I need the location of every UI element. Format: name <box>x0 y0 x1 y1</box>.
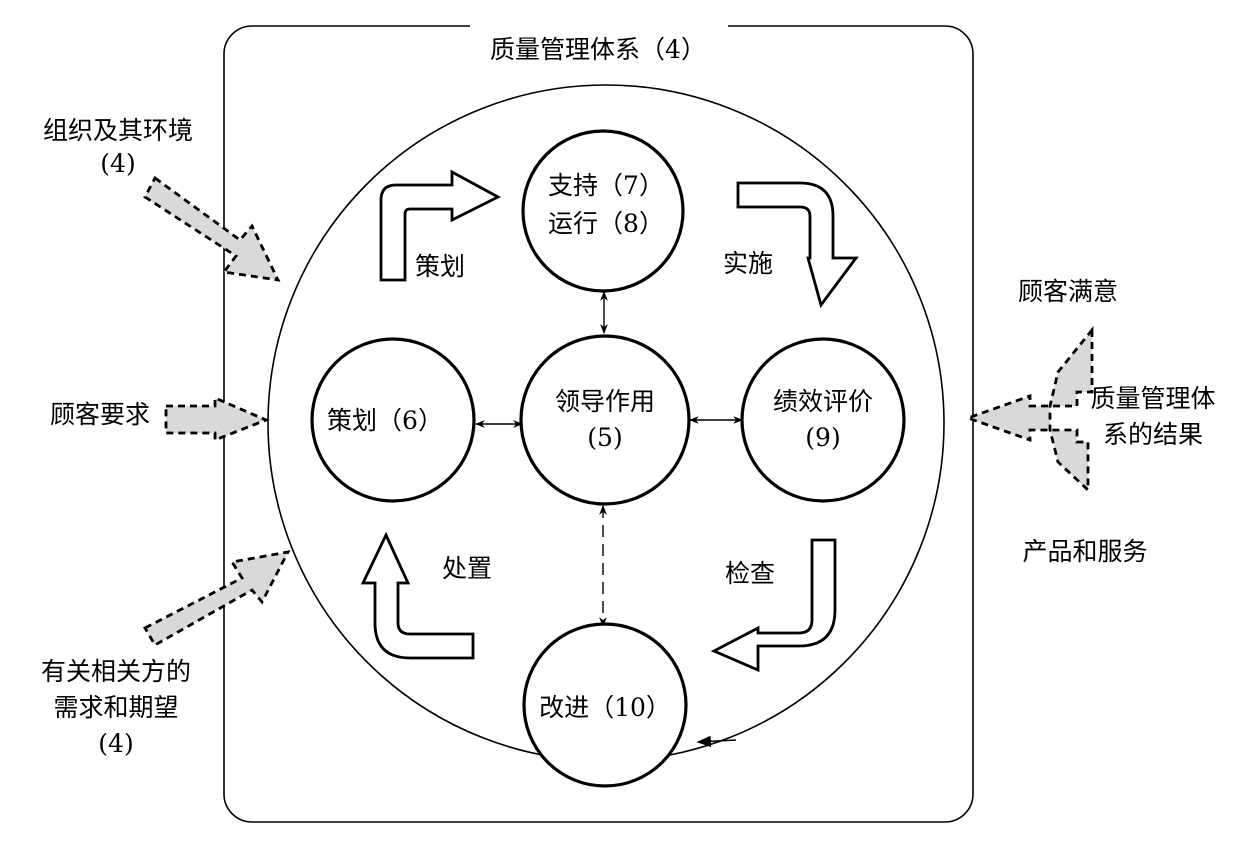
node-support-operation <box>521 129 685 293</box>
node-planning <box>310 337 476 503</box>
node-leadership-number: (5) <box>587 423 622 452</box>
output-results-line1: 质量管理体 <box>1090 384 1215 413</box>
node-operation-label: 运行（8） <box>548 209 664 238</box>
node-support-label: 支持（7） <box>548 171 664 200</box>
input-organization-number: (4) <box>100 149 135 178</box>
node-improvement-label: 改进（10） <box>539 693 671 722</box>
input-customer-label: 顾客要求 <box>50 400 150 429</box>
output-results-arrow <box>963 326 1094 494</box>
input-stakeholders-number: (4) <box>98 729 133 758</box>
do-label: 实施 <box>723 249 773 278</box>
input-stakeholders-line2: 需求和期望 <box>53 693 178 722</box>
node-leadership-label: 领导作用 <box>555 387 655 416</box>
plan-label: 策划 <box>415 252 465 281</box>
act-label: 处置 <box>442 554 492 583</box>
input-customer-arrow <box>164 395 270 443</box>
pdca-return-arrow <box>696 735 737 748</box>
node-planning-label: 策划（6） <box>327 406 443 435</box>
act-arrow <box>360 531 475 660</box>
node-performance <box>740 337 906 503</box>
do-arrow <box>736 181 859 309</box>
node-leadership <box>519 334 691 506</box>
qms-title: 质量管理体系（4） <box>490 35 706 64</box>
node-performance-number: (9) <box>805 423 840 452</box>
output-products-label: 产品和服务 <box>1022 537 1147 566</box>
title-gap <box>470 24 728 30</box>
input-organization-arrow <box>143 175 281 282</box>
check-label: 检查 <box>725 559 775 588</box>
input-organization-label: 组织及其环境 <box>43 116 193 145</box>
output-satisfaction-label: 顾客满意 <box>1018 277 1118 306</box>
node-performance-label: 绩效评价 <box>773 387 873 416</box>
node-improvement <box>522 622 688 788</box>
plan-arrow <box>379 169 502 282</box>
output-results-line2: 系的结果 <box>1103 420 1203 449</box>
check-arrow <box>710 538 837 673</box>
input-stakeholders-arrow <box>143 550 291 647</box>
input-stakeholders-line1: 有关相关方的 <box>41 657 191 686</box>
